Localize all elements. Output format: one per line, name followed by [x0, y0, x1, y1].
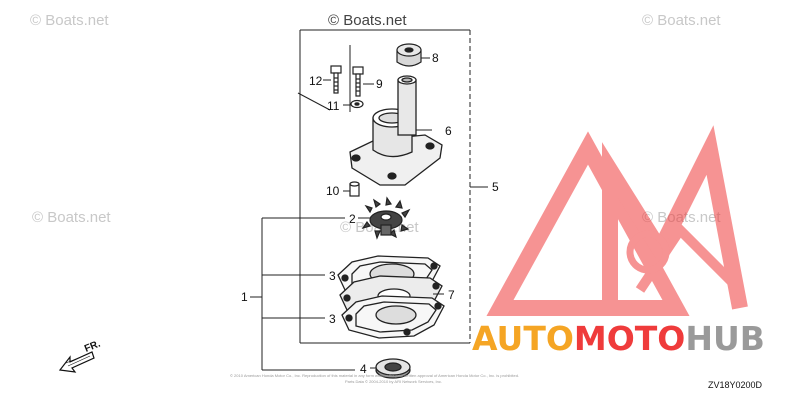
oil-seal-4 [375, 358, 411, 379]
impeller-2 [361, 196, 411, 240]
callout-9: 9 [376, 77, 383, 91]
diagram-code: ZV18Y0200D [708, 380, 763, 390]
callout-1: 1 [241, 290, 248, 304]
leader-box-corner [297, 92, 331, 111]
brand-part-moto: MOTO [574, 319, 685, 358]
callout-10: 10 [326, 184, 340, 198]
callout-4: 4 [360, 362, 367, 376]
callout-8: 8 [432, 51, 439, 65]
callout-5: 5 [492, 180, 499, 194]
front-direction-label: FR. [83, 338, 102, 354]
washer-11 [350, 99, 364, 109]
callout-3-lower: 3 [329, 312, 336, 326]
copyright-line-1: © 2010 American Honda Motor Co., Inc. Re… [230, 373, 519, 378]
brand-part-hub: HUB [685, 319, 765, 358]
copyright-line-2: Parts Data © 2004-2010 by ARI Network Se… [345, 379, 442, 384]
callout-12: 12 [309, 74, 323, 88]
bracket-1 [250, 217, 355, 371]
watermark-top-left: © Boats.net [30, 12, 109, 29]
front-direction-arrow-icon [58, 351, 95, 373]
gasket-3-lower [341, 295, 445, 339]
watermark-mid-left: © Boats.net [32, 209, 111, 226]
bolt-12 [330, 65, 342, 94]
dowel-pin-10 [349, 181, 360, 197]
brand-part-auto: AUTO [472, 319, 574, 358]
callout-6: 6 [445, 124, 452, 138]
brand-wordmark: AUTOMOTOHUB [472, 319, 765, 358]
pump-housing-6 [349, 75, 443, 186]
grommet-8 [396, 43, 422, 67]
callout-7: 7 [448, 288, 455, 302]
watermark-top-right: © Boats.net [642, 12, 721, 29]
automotohub-logo-mark [486, 125, 748, 316]
callout-3-upper: 3 [329, 269, 336, 283]
watermark-top-center: © Boats.net [328, 12, 407, 29]
bolt-9 [352, 66, 364, 97]
assembly-box-5 [299, 29, 488, 344]
callout-2: 2 [349, 212, 356, 226]
callout-11: 11 [327, 99, 340, 113]
